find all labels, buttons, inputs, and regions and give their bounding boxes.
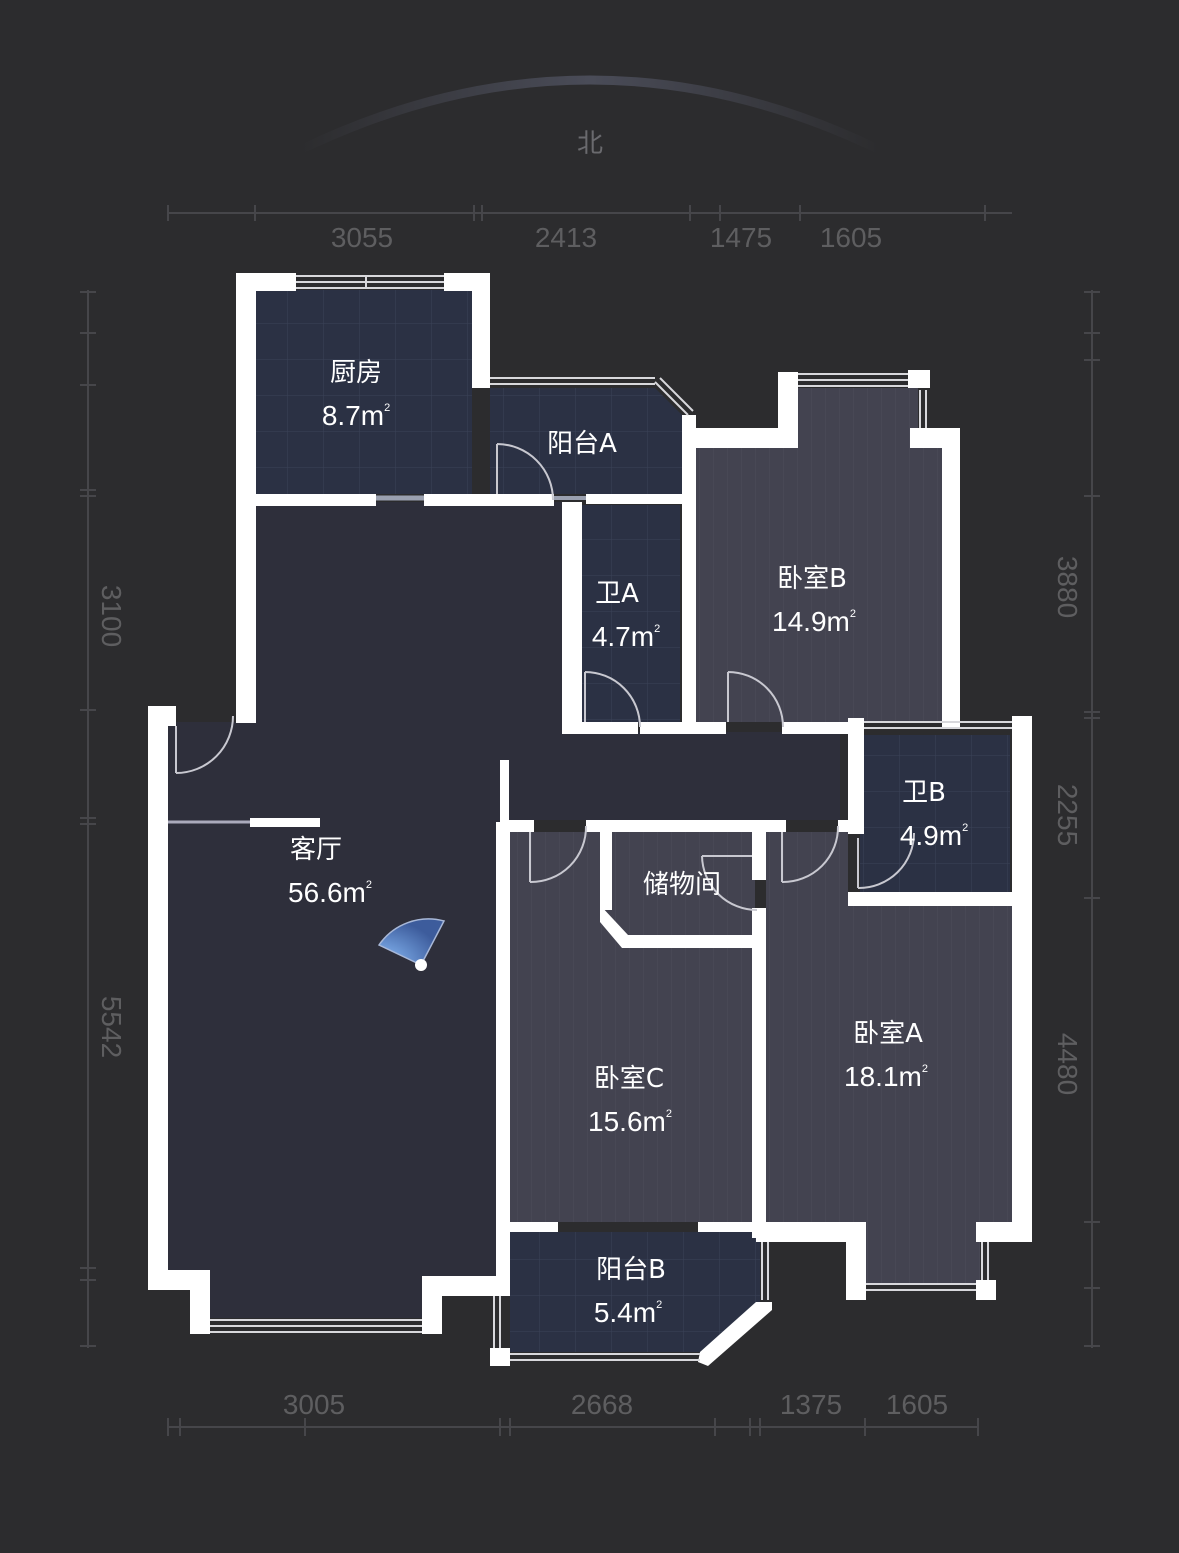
walls xyxy=(148,273,1032,1366)
room-bath-a[interactable]: 卫A 4.7m2 xyxy=(592,579,660,652)
room-kitchen[interactable]: 厨房 8.7m2 xyxy=(322,358,390,431)
room-area: 8.7m2 xyxy=(322,400,390,431)
dimension-bottom xyxy=(167,1418,979,1436)
room-bath-b[interactable]: 卫B 4.9m2 xyxy=(900,778,968,851)
windows xyxy=(210,275,1012,1361)
north-label: 北 xyxy=(577,129,603,159)
room-name: 卧室A xyxy=(853,1019,923,1049)
dimension-right xyxy=(1084,290,1100,1348)
doors xyxy=(175,443,915,911)
room-area: 15.6m2 xyxy=(588,1106,672,1137)
bath-a-floor xyxy=(582,505,680,723)
room-area: 14.9m2 xyxy=(772,606,856,637)
door-bath-b xyxy=(857,832,915,890)
room-name: 卫A xyxy=(595,579,639,609)
view-cone-icon xyxy=(377,918,446,966)
viewpoint-dot-icon xyxy=(415,959,427,971)
dim-right-1: 3880 xyxy=(1052,556,1083,618)
room-balcony-b[interactable]: 阳台B 5.4m2 xyxy=(594,1255,666,1328)
door-storage xyxy=(701,855,758,911)
kitchen-floor xyxy=(256,290,472,494)
room-name: 阳台B xyxy=(596,1255,666,1285)
door-bedroom-c xyxy=(529,825,588,884)
dim-left-1: 3100 xyxy=(96,585,127,647)
door-balcony-a xyxy=(496,443,554,501)
dim-bottom-1: 3005 xyxy=(283,1389,345,1420)
storage-floor xyxy=(605,832,755,938)
room-balcony-a[interactable]: 阳台A xyxy=(547,429,617,459)
bath-b-floor xyxy=(860,735,1010,892)
room-living[interactable]: 客厅 56.6m2 xyxy=(288,835,372,908)
viewpoint-marker[interactable] xyxy=(377,918,446,971)
dim-bottom-4: 1605 xyxy=(886,1389,948,1420)
dim-top-3: 1475 xyxy=(710,222,772,253)
bedroom-b-floor xyxy=(696,388,942,722)
room-name: 卧室C xyxy=(594,1064,664,1094)
room-name: 厨房 xyxy=(330,358,382,388)
room-area: 4.9m2 xyxy=(900,820,968,851)
dim-bottom-2: 2668 xyxy=(571,1389,633,1420)
room-area: 56.6m2 xyxy=(288,877,372,908)
door-entry xyxy=(175,715,234,774)
room-area: 4.7m2 xyxy=(592,621,660,652)
dim-top-2: 2413 xyxy=(535,222,597,253)
room-name: 卧室B xyxy=(777,564,847,594)
dimension-top xyxy=(167,205,1012,221)
room-storage[interactable]: 储物间 xyxy=(643,870,721,900)
room-bedroom-b[interactable]: 卧室B 14.9m2 xyxy=(772,564,856,637)
room-area: 18.1m2 xyxy=(844,1061,928,1092)
bedroom-c-floor xyxy=(510,832,755,1222)
dim-top-4: 1605 xyxy=(820,222,882,253)
living-partition-wall xyxy=(250,818,320,827)
door-bedroom-a xyxy=(781,825,840,884)
living-partition-dashed xyxy=(500,760,509,824)
bedroom-a-floor xyxy=(766,832,1012,1285)
dim-top-1: 3055 xyxy=(331,222,393,253)
compass: 北 xyxy=(298,75,882,159)
dim-right-3: 4480 xyxy=(1052,1033,1083,1095)
dim-left-2: 5542 xyxy=(96,996,127,1058)
room-name: 阳台A xyxy=(547,429,617,459)
dimension-left xyxy=(80,290,96,1348)
door-bedroom-b xyxy=(727,671,784,728)
room-name: 卫B xyxy=(902,778,946,808)
compass-arc xyxy=(298,75,882,155)
balcony-b-floor xyxy=(510,1232,760,1352)
room-bedroom-a[interactable]: 卧室A 18.1m2 xyxy=(844,1019,928,1092)
balcony-a-floor xyxy=(490,388,682,494)
room-name: 客厅 xyxy=(290,835,342,865)
room-bedroom-c[interactable]: 卧室C 15.6m2 xyxy=(588,1064,672,1137)
room-labels: 厨房 8.7m2 阳台A 卫A 4.7m2 卧室B 14.9m2 客厅 56.6… xyxy=(288,358,968,1328)
dim-right-2: 2255 xyxy=(1052,784,1083,846)
room-area: 5.4m2 xyxy=(594,1297,662,1328)
dim-bottom-3: 1375 xyxy=(780,1389,842,1420)
floors xyxy=(168,290,1012,1352)
room-name: 储物间 xyxy=(643,870,721,900)
door-bath-a xyxy=(584,671,641,728)
